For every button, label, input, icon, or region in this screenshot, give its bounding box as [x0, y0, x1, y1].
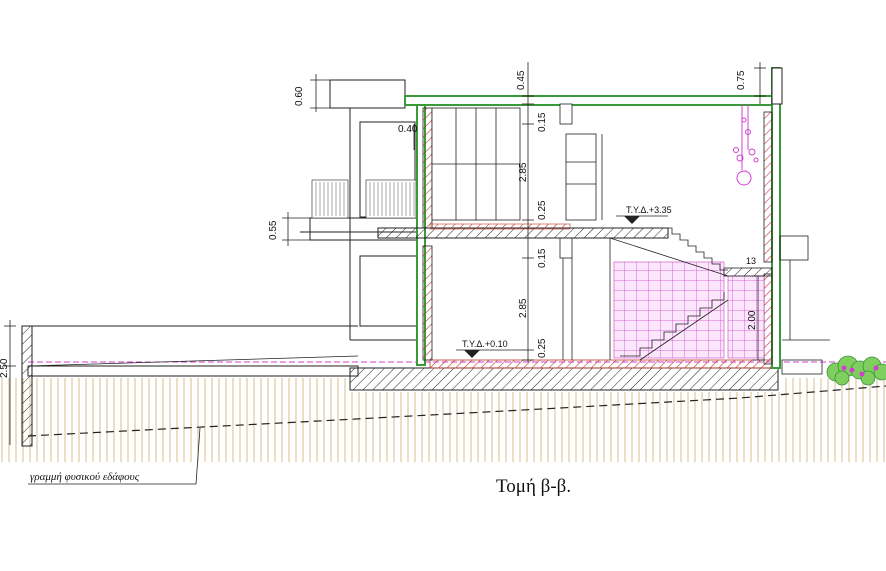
upper-wall-left [422, 107, 433, 229]
lower-level-marker [456, 349, 522, 358]
hedge-plant [826, 355, 886, 386]
lower-stair-flight [620, 292, 725, 357]
landing-slab [723, 267, 773, 277]
hedge-flower [841, 365, 847, 371]
upper-stair-flight [610, 227, 728, 271]
upper-wardrobe [431, 107, 603, 221]
stair-height-dimension [752, 275, 764, 361]
roof-overhang-dimension [310, 74, 330, 112]
driveway-slab [27, 365, 359, 377]
lower-stair-soffit [639, 299, 729, 361]
balcony-dimension [282, 212, 310, 246]
rear-wall-green [771, 67, 781, 369]
upper-level-label: Τ.Υ.Δ.+3.35 [626, 205, 672, 215]
rear-annex [779, 235, 830, 375]
balcony-railing [311, 179, 417, 219]
stair-tile-wall [613, 261, 725, 359]
lower-wall-left [422, 245, 433, 361]
lower-height-dim: 2.85 [518, 298, 529, 318]
upper-beam-dim: 0.15 [537, 112, 548, 132]
window-head-dim: 0.40 [398, 124, 418, 135]
upper-floor-finish [429, 223, 571, 230]
section-title: Τομή β-β. [496, 476, 571, 497]
hedge-flower [873, 365, 879, 371]
mid-beam [559, 237, 573, 259]
lower-wall-right [763, 273, 773, 365]
stair-tile-wall-right [727, 275, 765, 359]
natural-ground-line [27, 385, 886, 437]
hedge-blob [860, 370, 876, 386]
roof-slab-green [404, 95, 778, 106]
roof-overhang-dim: 0.60 [294, 86, 305, 106]
upper-slab-dim: 0.25 [537, 200, 548, 220]
upper-wall-right [763, 111, 773, 263]
lower-interior [562, 238, 611, 360]
ground-note-label: γραμμή φυσικού εδάφους [30, 471, 140, 483]
stair-step-label: 13 [746, 256, 756, 266]
lower-slab-dim: 0.25 [537, 338, 548, 358]
hedge-flower [849, 367, 855, 373]
stair-height-dim: 2.00 [747, 310, 758, 330]
left-wall-dim: 2.50 [0, 358, 10, 378]
ground-note-leader [28, 427, 201, 485]
upper-level-marker [616, 215, 668, 224]
railing-bars [315, 182, 415, 216]
main-dimension-chain [522, 62, 534, 362]
roof-slab-dim: 0.45 [516, 70, 527, 90]
rear-parapet [771, 67, 783, 105]
roof-beam [559, 103, 573, 125]
hedge-blob [834, 370, 850, 386]
driveway-slope-line [27, 355, 359, 367]
upper-stair-soffit [609, 237, 729, 277]
intermediate-slab [377, 227, 669, 239]
parapet-dim: 0.75 [736, 70, 747, 90]
parapet-dimension [754, 62, 766, 104]
lower-level-label: Τ.Υ.Δ.+0.10 [462, 339, 508, 349]
hedge-flower [859, 371, 865, 377]
left-retaining-wall [21, 325, 33, 447]
left-dimension [4, 320, 16, 445]
lower-floor-finish [429, 359, 776, 369]
upper-height-dim: 2.85 [518, 162, 529, 182]
soil-lines [1, 378, 885, 462]
foundation-slab [349, 367, 779, 391]
lower-beam-dim: 0.15 [537, 248, 548, 268]
pendant-lamp-icon [733, 104, 759, 186]
balcony-slab-dim: 0.55 [268, 220, 279, 240]
